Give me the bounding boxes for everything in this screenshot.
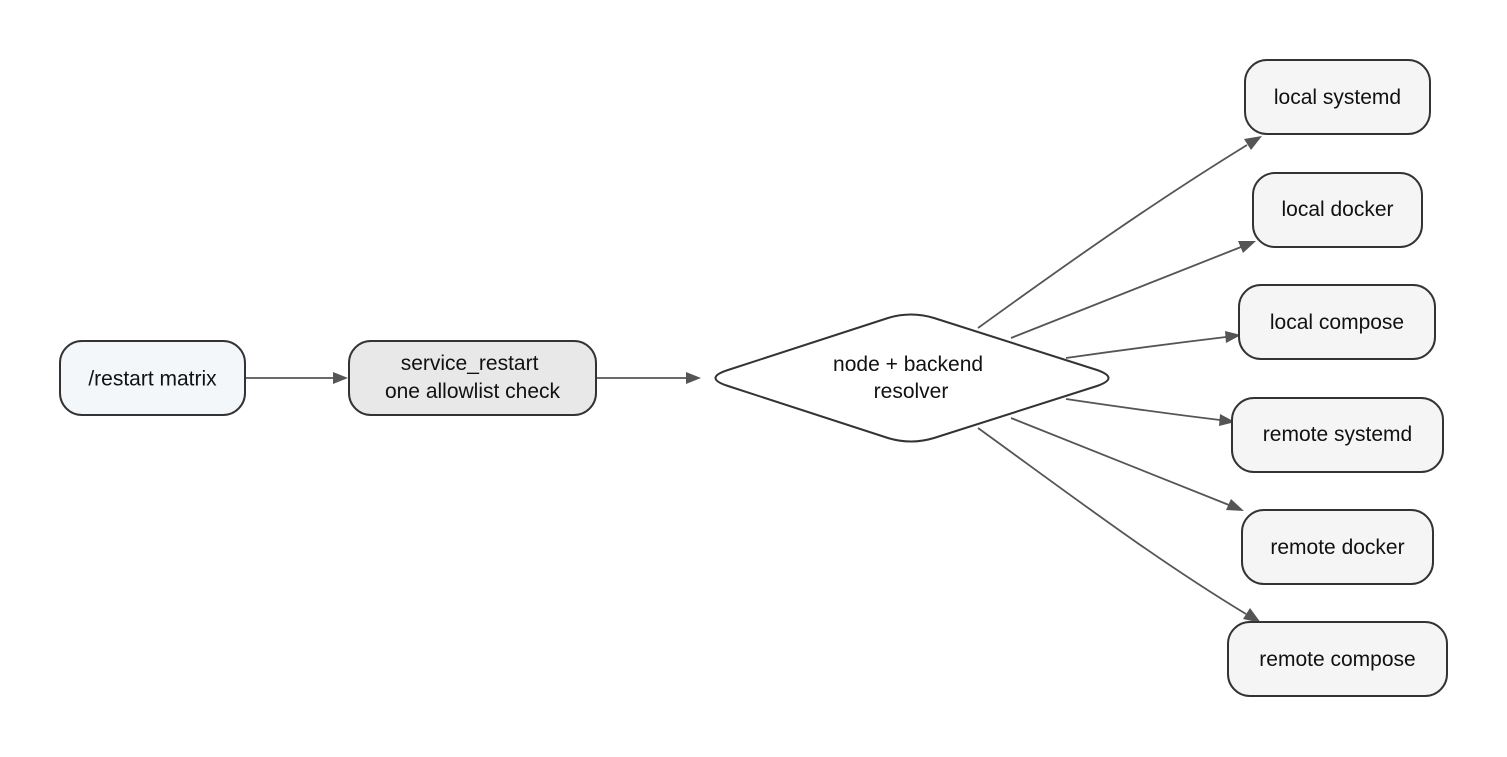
node-label: remote compose <box>1259 648 1415 671</box>
node-box <box>348 340 597 416</box>
node-remote-compose: remote compose <box>1227 621 1448 697</box>
node-label: service_restart one allowlist check <box>385 352 561 403</box>
node-restart-command: /restart matrix <box>59 340 246 416</box>
arrowhead-remote-compose <box>1243 608 1261 623</box>
edge-resolver-to-remote-systemd <box>1065 398 1221 421</box>
node-box <box>1252 172 1423 248</box>
arrowhead-local-compose <box>1225 331 1241 343</box>
node-remote-systemd: remote systemd <box>1231 397 1444 473</box>
node-local-compose: local compose <box>1238 284 1436 360</box>
arrowhead-remote-docker <box>1226 499 1244 511</box>
edge-resolver-to-local-compose <box>1065 336 1227 359</box>
decision-diamond <box>714 313 1110 443</box>
edge-resolver-to-remote-compose <box>977 427 1247 615</box>
arrowhead-local-docker <box>1238 241 1256 253</box>
edges <box>245 136 1262 623</box>
node-label: local docker <box>1281 198 1393 221</box>
node-label: remote docker <box>1270 536 1404 559</box>
edge-resolver-to-local-systemd <box>977 144 1248 329</box>
node-resolver: node + backend resolver <box>714 313 1110 443</box>
arrowhead-resolver <box>686 372 701 384</box>
node-box <box>59 340 246 416</box>
node-service-restart: service_restart one allowlist check <box>348 340 597 416</box>
node-label: /restart matrix <box>88 368 217 391</box>
node-local-systemd: local systemd <box>1244 59 1431 135</box>
node-local-docker: local docker <box>1252 172 1423 248</box>
node-box <box>1244 59 1431 135</box>
node-box <box>1238 284 1436 360</box>
node-remote-docker: remote docker <box>1241 509 1434 585</box>
node-label: remote systemd <box>1263 423 1412 446</box>
node-label: local systemd <box>1274 86 1401 109</box>
node-box <box>1241 509 1434 585</box>
edge-resolver-to-remote-docker <box>1010 417 1230 506</box>
arrowhead-service-restart <box>333 372 348 384</box>
arrowhead-local-systemd <box>1244 136 1262 150</box>
edge-resolver-to-local-docker <box>1010 246 1242 339</box>
node-box <box>1231 397 1444 473</box>
node-box <box>1227 621 1448 697</box>
node-label: node + backend resolver <box>833 353 989 403</box>
node-label: local compose <box>1270 311 1404 334</box>
